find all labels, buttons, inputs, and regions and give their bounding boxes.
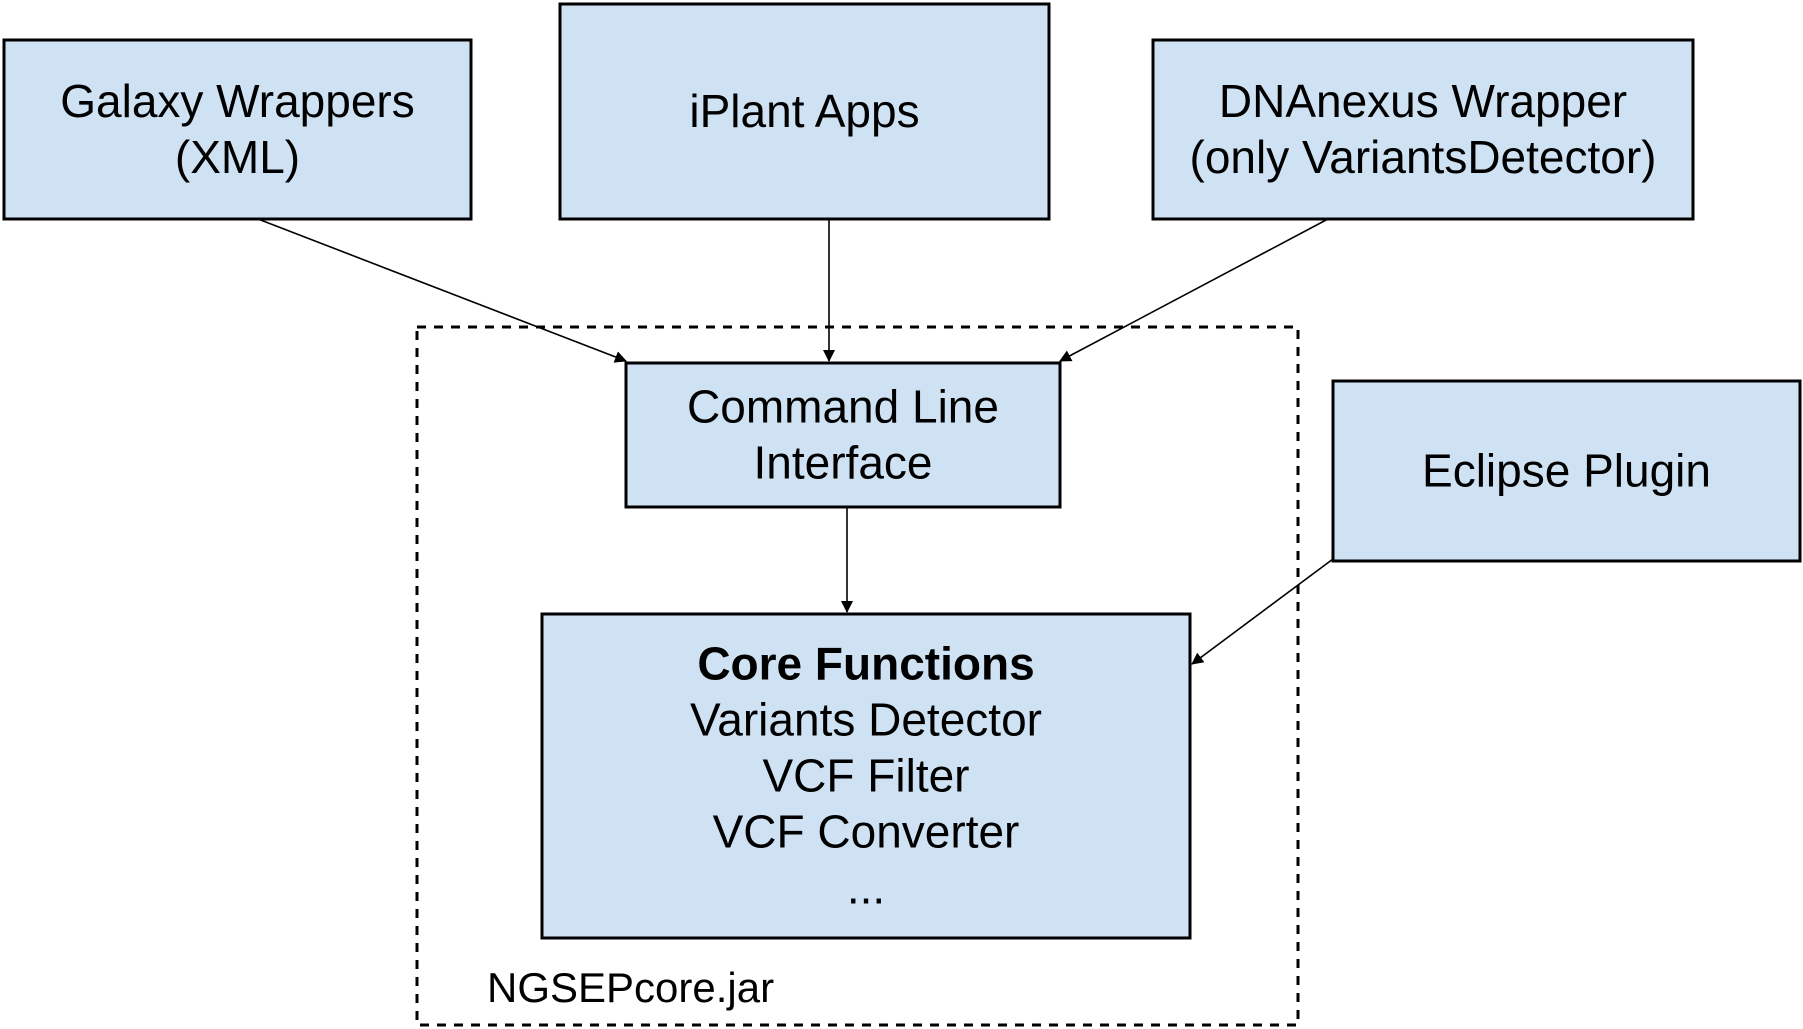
- node-box-galaxy: [2, 38, 473, 221]
- edge-galaxy-to-cli: [257, 218, 627, 363]
- node-label-core-3: VCF Converter: [713, 806, 1020, 858]
- node-label-galaxy-1: (XML): [175, 131, 300, 183]
- node-box-dnanexus: [1151, 38, 1695, 221]
- node-label-galaxy-0: Galaxy Wrappers: [60, 75, 415, 127]
- node-iplant: iPlant Apps: [558, 2, 1051, 221]
- node-label-eclipse-0: Eclipse Plugin: [1422, 445, 1711, 497]
- node-eclipse: Eclipse Plugin: [1331, 379, 1802, 563]
- node-box-core: [540, 612, 1192, 940]
- node-label-iplant-0: iPlant Apps: [689, 85, 919, 137]
- node-label-dnanexus-0: DNAnexus Wrapper: [1219, 75, 1627, 127]
- edge-eclipse-to-core: [1191, 558, 1334, 665]
- node-dnanexus: DNAnexus Wrapper(only VariantsDetector): [1151, 38, 1695, 221]
- container-layer: NGSEPcore.jar: [415, 325, 1300, 1027]
- node-box-iplant: [558, 2, 1051, 221]
- node-label-core-4: ...: [847, 862, 885, 914]
- node-label-cli-0: Command Line: [687, 381, 999, 433]
- node-label-cli-1: Interface: [754, 437, 933, 489]
- node-box-cli: [624, 361, 1062, 509]
- node-label-dnanexus-1: (only VariantsDetector): [1190, 131, 1657, 183]
- node-label-core-2: VCF Filter: [763, 750, 970, 802]
- edges-layer: [257, 218, 1334, 665]
- nodes-layer: Galaxy Wrappers(XML) iPlant Apps DNAnexus …: [2, 2, 1802, 940]
- container-label: NGSEPcore.jar: [487, 964, 774, 1011]
- edge-dnanexus-to-cli: [1059, 218, 1329, 362]
- node-label-core-0: Core Functions: [697, 638, 1034, 690]
- container-ngsep: [415, 325, 1300, 1027]
- node-galaxy: Galaxy Wrappers(XML): [2, 38, 473, 221]
- node-label-core-1: Variants Detector: [690, 694, 1042, 746]
- node-box-eclipse: [1331, 379, 1802, 563]
